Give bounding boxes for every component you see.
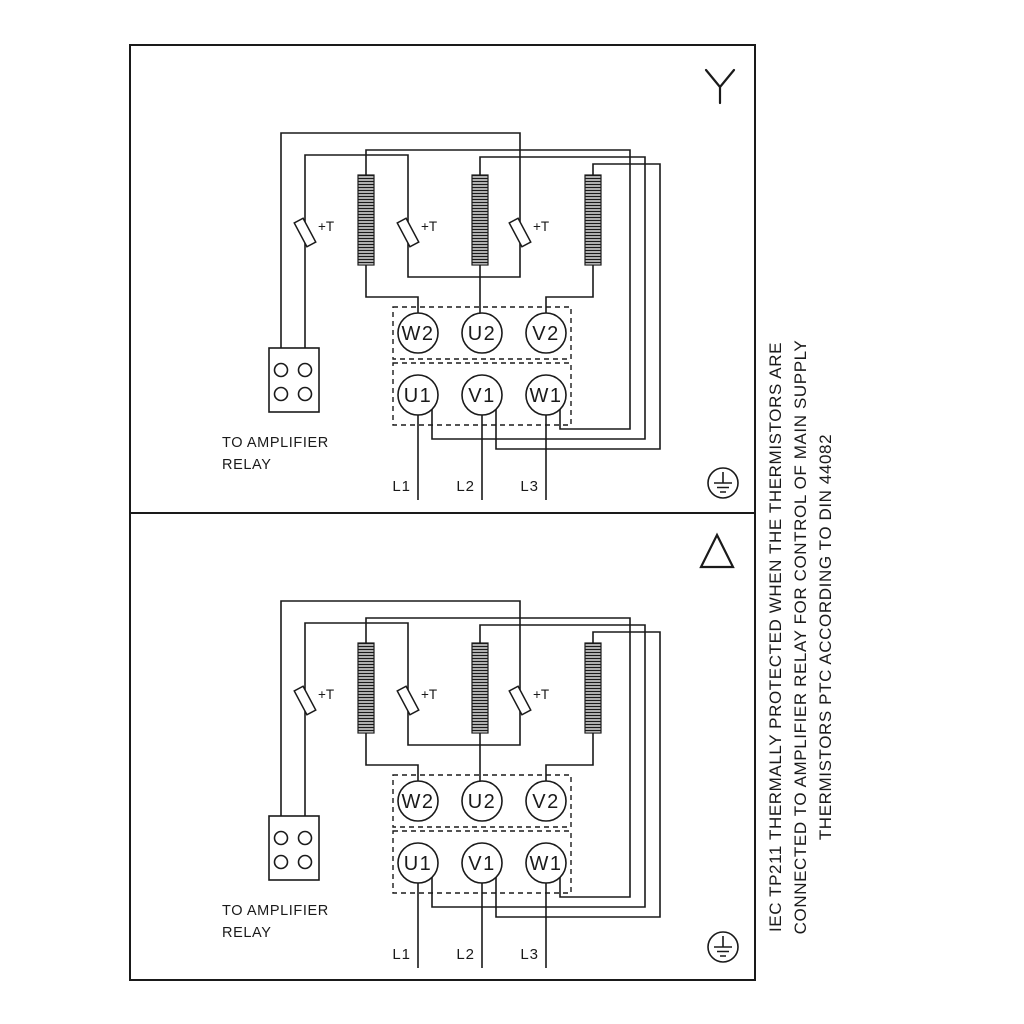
terminal-v1-label: V1	[468, 853, 495, 875]
thermistor-icon	[293, 217, 317, 248]
terminal-v1	[461, 842, 503, 884]
thermistor-icon	[508, 685, 532, 716]
winding-bar	[584, 642, 602, 734]
relay-label-line1: TO AMPLIFIER	[222, 903, 329, 919]
supply-l2-label: L2	[456, 478, 475, 495]
relay-terminal	[297, 362, 313, 378]
terminal-w1	[525, 374, 567, 416]
wire	[431, 156, 646, 440]
thermistor-label: +T	[318, 219, 334, 234]
wire	[365, 617, 631, 898]
wire	[365, 733, 419, 781]
terminal-w2-label: W2	[402, 791, 435, 813]
terminal-u2	[461, 312, 503, 354]
wire	[545, 265, 594, 313]
terminal-u2-label: U2	[468, 791, 497, 813]
relay-label-line2: RELAY	[222, 457, 271, 473]
terminal-u1-label: U1	[404, 385, 433, 407]
thermistor-label: +T	[318, 687, 334, 702]
winding-bar	[471, 174, 489, 266]
relay-label-line1: TO AMPLIFIER	[222, 435, 329, 451]
supply-l1-label: L1	[392, 946, 411, 963]
thermistor-icon	[396, 685, 420, 716]
thermistor-label: +T	[421, 219, 437, 234]
wire	[495, 631, 661, 918]
terminal-block-bottom	[392, 830, 572, 894]
wire	[407, 718, 521, 746]
terminal-w1	[525, 842, 567, 884]
relay-terminal	[273, 854, 289, 870]
earth-icon	[707, 931, 739, 963]
supply-l2-label: L2	[456, 946, 475, 963]
relay-terminal	[273, 386, 289, 402]
star-panel: +T +T +T TO AMPLIFIER RELAY W2 U2 V2 U1 …	[222, 68, 739, 500]
relay-terminal	[297, 830, 313, 846]
wire	[407, 250, 521, 278]
terminal-u1-label: U1	[404, 853, 433, 875]
supply-l3-label: L3	[520, 478, 539, 495]
wire	[365, 265, 419, 313]
side-note: IEC TP211 THERMALLY PROTECTED WHEN THE T…	[766, 340, 835, 935]
relay-terminal	[273, 830, 289, 846]
thermistor-icon	[396, 217, 420, 248]
wire	[280, 600, 521, 816]
winding-bar	[357, 642, 375, 734]
earth-icon	[707, 467, 739, 499]
supply-l1-label: L1	[392, 478, 411, 495]
thermistor-icon	[508, 217, 532, 248]
delta-panel: +T +T +T TO AMPLIFIER RELAY W2 U2 V2 U1 …	[222, 532, 739, 968]
wire	[545, 733, 594, 781]
delta-symbol-icon	[699, 532, 735, 569]
side-note-line1: IEC TP211 THERMALLY PROTECTED WHEN THE T…	[766, 342, 785, 932]
terminal-u1	[397, 374, 439, 416]
terminal-block-bottom	[392, 362, 572, 426]
terminal-w1-label: W1	[530, 853, 563, 875]
terminal-w2-label: W2	[402, 323, 435, 345]
winding-bar	[584, 174, 602, 266]
terminal-v1-label: V1	[468, 385, 495, 407]
thermistor-icon	[293, 685, 317, 716]
terminal-u2	[461, 780, 503, 822]
terminal-v1	[461, 374, 503, 416]
wire	[304, 622, 409, 683]
relay-box	[268, 815, 320, 881]
terminal-w2	[397, 312, 439, 354]
terminal-v2	[525, 780, 567, 822]
star-symbol-icon	[704, 68, 736, 105]
wire	[431, 624, 646, 908]
terminal-w2	[397, 780, 439, 822]
relay-box	[268, 347, 320, 413]
supply-wires	[417, 883, 547, 968]
relay-terminal	[273, 362, 289, 378]
terminal-v2-label: V2	[532, 323, 559, 345]
relay-terminal	[297, 386, 313, 402]
terminal-u2-label: U2	[468, 323, 497, 345]
winding-bar	[471, 642, 489, 734]
side-note-line3: THERMISTORS PTC ACCORDING TO DIN 44082	[816, 434, 835, 840]
wire	[280, 132, 521, 348]
terminal-v2-label: V2	[532, 791, 559, 813]
wire	[304, 154, 409, 215]
thermistor-label: +T	[421, 687, 437, 702]
side-note-line2: CONNECTED TO AMPLIFIER RELAY FOR CONTROL…	[791, 340, 810, 935]
relay-terminal	[297, 854, 313, 870]
terminal-v2	[525, 312, 567, 354]
thermistor-label: +T	[533, 687, 549, 702]
wire	[495, 163, 661, 450]
wire	[365, 149, 631, 430]
supply-l3-label: L3	[520, 946, 539, 963]
terminal-u1	[397, 842, 439, 884]
terminal-block-top	[392, 306, 572, 360]
terminal-w1-label: W1	[530, 385, 563, 407]
winding-bar	[357, 174, 375, 266]
thermistor-label: +T	[533, 219, 549, 234]
supply-wires	[417, 415, 547, 500]
relay-label-line2: RELAY	[222, 925, 271, 941]
terminal-block-top	[392, 774, 572, 828]
